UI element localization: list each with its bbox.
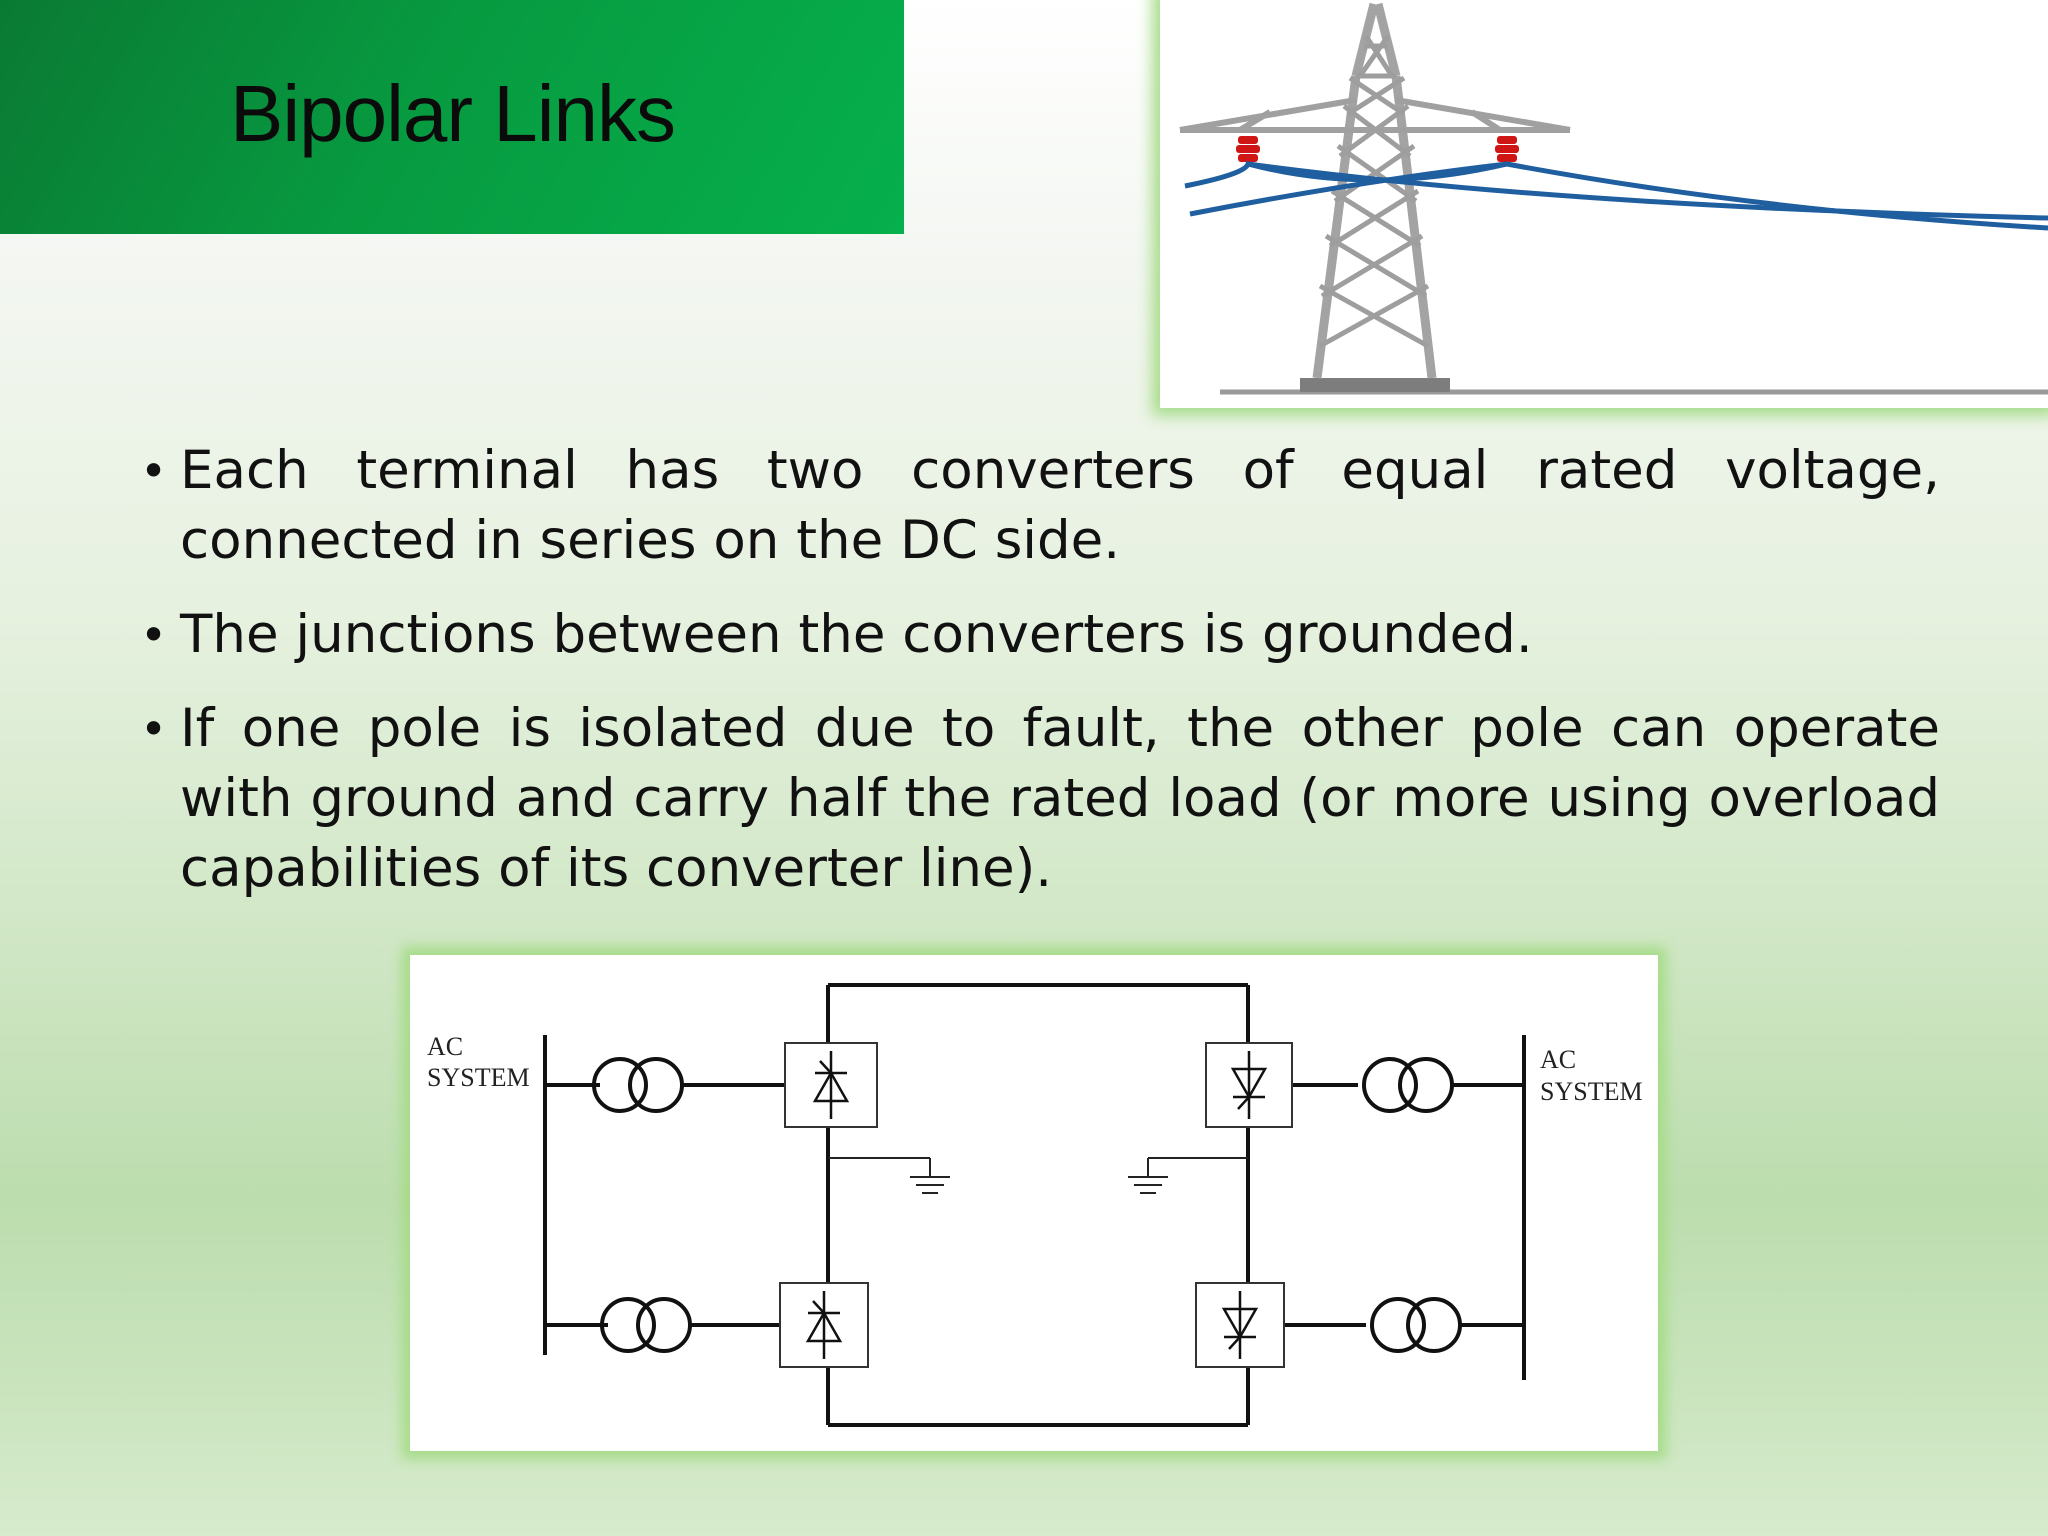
tower-base bbox=[1300, 378, 1450, 392]
bullet-list: Each terminal has two converters of equa… bbox=[140, 436, 1940, 928]
right-ac-label: SYSTEM bbox=[1540, 1077, 1643, 1106]
slide-title: Bipolar Links bbox=[230, 69, 676, 158]
transformer-icon bbox=[1370, 1297, 1426, 1353]
bullet-item: The junctions between the converters is … bbox=[140, 600, 1940, 670]
bullet-item: If one pole is isolated due to fault, th… bbox=[140, 694, 1940, 904]
bipolar-link-diagram: AC SYSTEM AC SYSTEM bbox=[410, 955, 1658, 1451]
transmission-tower-image bbox=[1160, 0, 2048, 408]
title-banner bbox=[0, 0, 904, 234]
transformer-icon bbox=[600, 1297, 656, 1353]
transformer-icon bbox=[1362, 1057, 1418, 1113]
ground-icon bbox=[828, 1157, 950, 1194]
conductors bbox=[1184, 160, 2048, 231]
left-ac-label: SYSTEM bbox=[427, 1063, 530, 1092]
transmission-tower-drawing bbox=[1179, 2, 2048, 395]
tower-body bbox=[1312, 2, 1437, 379]
right-ac-label: AC bbox=[1540, 1045, 1576, 1074]
circuit-diagram: AC SYSTEM AC SYSTEM bbox=[427, 983, 1643, 1427]
transformer-icon bbox=[592, 1057, 648, 1113]
left-ac-label: AC bbox=[427, 1032, 463, 1061]
insulators bbox=[1236, 136, 1519, 162]
ground-icon bbox=[1128, 1157, 1248, 1194]
bullet-item: Each terminal has two converters of equa… bbox=[140, 436, 1940, 576]
tower-cross-arm bbox=[1179, 97, 1571, 133]
